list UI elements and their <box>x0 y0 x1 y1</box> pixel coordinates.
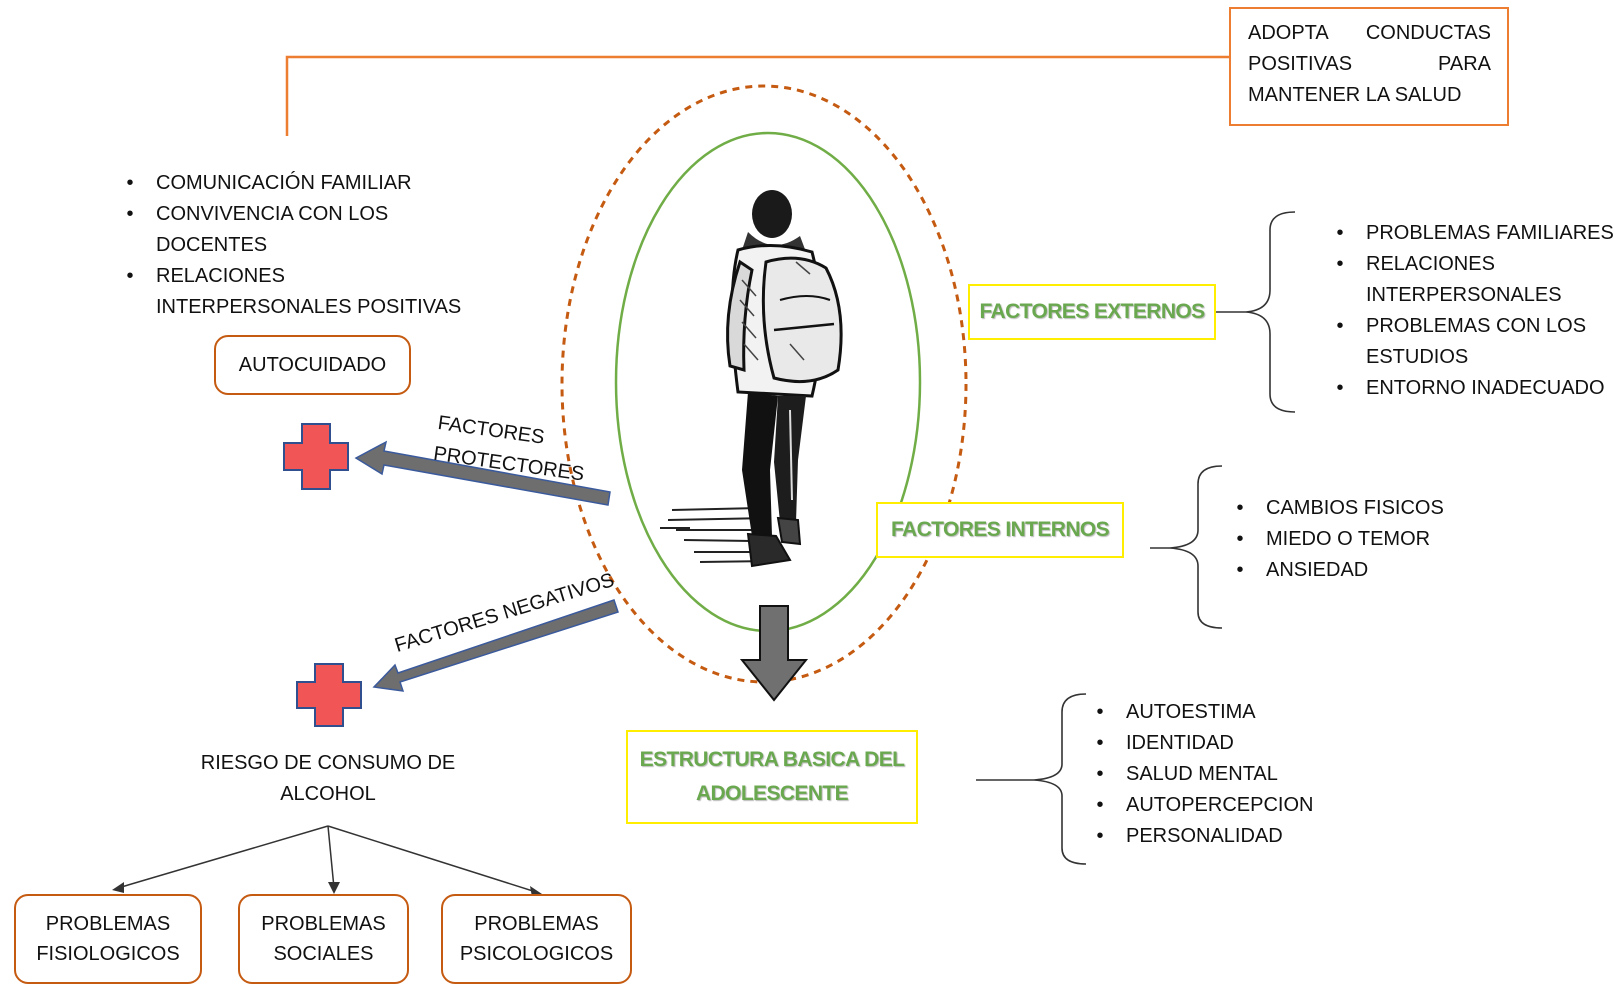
red-cross-icon <box>296 663 362 727</box>
list-item: •PROBLEMAS CON LOS ESTUDIOS <box>1336 315 1587 368</box>
healthy-behavior-box: ADOPTA CONDUCTAS POSITIVAS PARA MANTENER… <box>1229 7 1509 126</box>
list-item: •AUTOESTIMA <box>1096 701 1256 723</box>
list-item: •CONVIVENCIA CON LOS DOCENTES <box>126 203 389 256</box>
list-item: •PERSONALIDAD <box>1096 825 1283 847</box>
box-text: MANTENER LA SALUD <box>1248 84 1462 106</box>
internal-factors-box: FACTORES INTERNOS <box>876 502 1124 558</box>
list-item: •IDENTIDAD <box>1096 732 1234 754</box>
box-text: ADOPTA <box>1248 22 1329 44</box>
down-arrow <box>739 605 809 702</box>
alcohol-risk-label: RIESGO DE CONSUMO DE ALCOHOL <box>200 752 456 805</box>
red-cross-icon <box>283 423 349 490</box>
protective-arrow <box>354 440 611 506</box>
negative-arrow <box>372 599 619 692</box>
list-item: •ENTORNO INADECUADO <box>1336 377 1605 399</box>
internal-factors-list: •CAMBIOS FISICOS •MIEDO O TEMOR •ANSIEDA… <box>1230 493 1480 586</box>
box-text: POSITIVAS <box>1248 53 1353 75</box>
autocuidado-label: AUTOCUIDADO <box>238 354 387 376</box>
brace-externos <box>1216 211 1296 413</box>
list-item: •RELACIONES INTERPERSONALES POSITIVAS <box>126 265 462 318</box>
protective-factors-list: •COMUNICACIÓN FAMILIAR •CONVIVENCIA CON … <box>120 168 500 323</box>
list-item: •COMUNICACIÓN FAMILIAR <box>126 172 412 194</box>
list-item: •AUTOPERCEPCION <box>1096 794 1314 816</box>
list-item: •CAMBIOS FISICOS <box>1236 497 1444 519</box>
brace-estructura <box>976 693 1087 865</box>
list-item: •RELACIONES INTERPERSONALES <box>1336 253 1562 306</box>
basic-structure-list: •AUTOESTIMA •IDENTIDAD •SALUD MENTAL •AU… <box>1090 697 1350 852</box>
connector-line <box>285 55 1229 136</box>
list-item: •ANSIEDAD <box>1236 559 1369 581</box>
list-item: •MIEDO O TEMOR <box>1236 528 1431 550</box>
list-item: •SALUD MENTAL <box>1096 763 1278 785</box>
box-text: CONDUCTAS <box>1365 22 1491 44</box>
list-item: •PROBLEMAS FAMILIARES <box>1336 222 1614 244</box>
brace-internos <box>1150 465 1223 629</box>
box-text: PARA <box>1438 53 1491 75</box>
autocuidado-box: AUTOCUIDADO <box>214 335 411 395</box>
walking-teen-illustration <box>660 190 843 568</box>
risk-tree-connectors <box>112 825 542 897</box>
external-factors-box: FACTORES EXTERNOS <box>968 284 1216 340</box>
external-factors-list: •PROBLEMAS FAMILIARES •RELACIONES INTERP… <box>1330 218 1614 404</box>
